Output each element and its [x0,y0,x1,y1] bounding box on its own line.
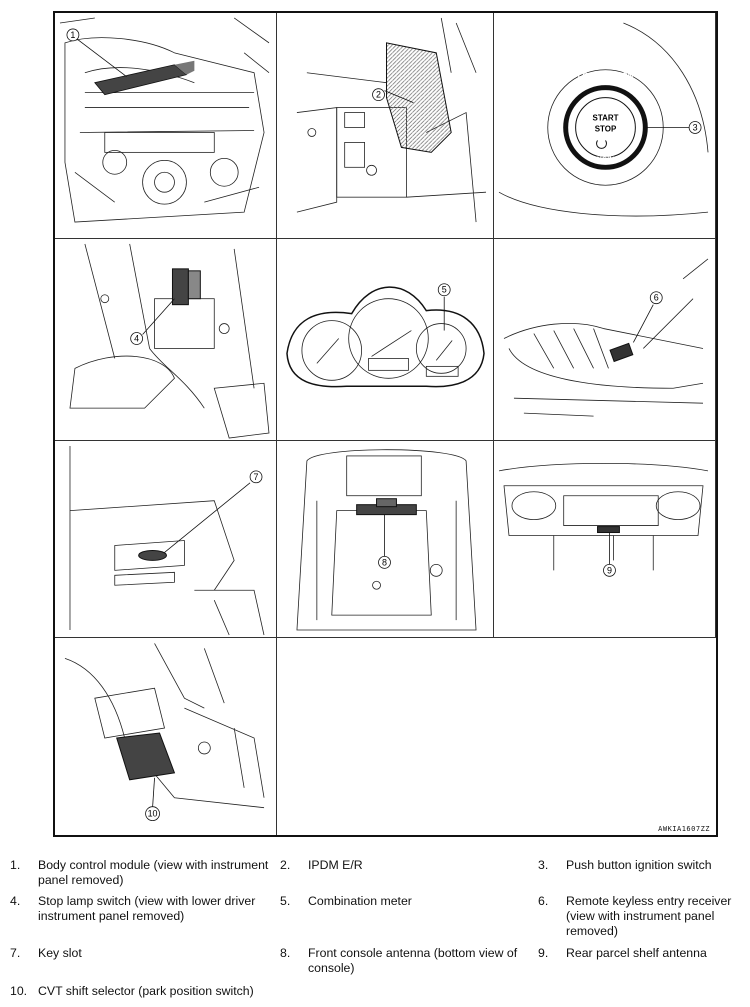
callout-label: 10 [148,809,158,819]
panel-key-slot: 7 [55,441,277,638]
legend-item: 6.Remote keyless entry receiver (view wi… [538,894,732,938]
panel-keyless-receiver: 6 [494,239,716,441]
panel-body-control-module: 1 [55,13,277,239]
power-icon [596,140,607,149]
body-control-module-illustration: 1 [59,17,270,223]
callout-label: 7 [254,472,259,482]
ignition-ring-label: LOCK ACC ON [578,72,634,81]
combination-meter-illustration: 5 [286,283,485,388]
callout-label: 2 [376,90,381,100]
panel-ipdm-er: 2 [277,13,494,239]
reference-code: AWKIA1607ZZ [658,825,710,833]
legend-item: 10.CVT shift selector (park position swi… [10,984,254,998]
legend-item: 2.IPDM E/R [280,858,363,872]
key-slot-illustration: 7 [69,445,265,636]
diagram-frame: 1 2 [53,11,718,837]
legend-item: 1.Body control module (view with instrum… [10,858,269,887]
legend-item: 5.Combination meter [280,894,412,908]
callout-label: 3 [693,122,698,132]
ignition-stop-label: STOP [595,124,617,133]
panel-stop-lamp-switch: 4 [55,239,277,441]
ignition-start-label: START [593,114,619,123]
legend-item: 7.Key slot [10,946,82,960]
legend-item: 8.Front console antenna (bottom view of … [280,946,518,975]
legend-item: 9.Rear parcel shelf antenna [538,946,707,960]
panel-rear-parcel-antenna: 9 [494,441,716,638]
panel-cvt-shift-selector: 10 [55,638,277,835]
rear-parcel-antenna-illustration: 9 [498,463,709,577]
front-console-antenna-illustration: 8 [296,449,477,631]
callout-label: 9 [607,565,612,575]
cvt-shift-selector-illustration: 10 [64,643,265,822]
callout-label: 5 [442,285,447,295]
ignition-switch-illustration: LOCK ACC ON START STOP ENGINE 3 [498,22,709,217]
legend-item: 3.Push button ignition switch [538,858,712,872]
panel-combination-meter: 5 [277,239,494,441]
panel-push-button-ignition: LOCK ACC ON START STOP ENGINE 3 [494,13,716,239]
legend-item: 4.Stop lamp switch (view with lower driv… [10,894,256,923]
keyless-receiver-illustration: 6 [503,258,709,417]
ipdm-er-illustration: 2 [296,17,487,223]
stop-lamp-switch-illustration: 4 [69,243,270,439]
callout-label: 8 [382,557,387,567]
ignition-engine-label: ENGINE [592,156,619,163]
callout-label: 1 [70,30,75,40]
callout-label: 4 [134,333,139,343]
panel-front-console-antenna: 8 [277,441,494,638]
callout-label: 6 [654,293,659,303]
